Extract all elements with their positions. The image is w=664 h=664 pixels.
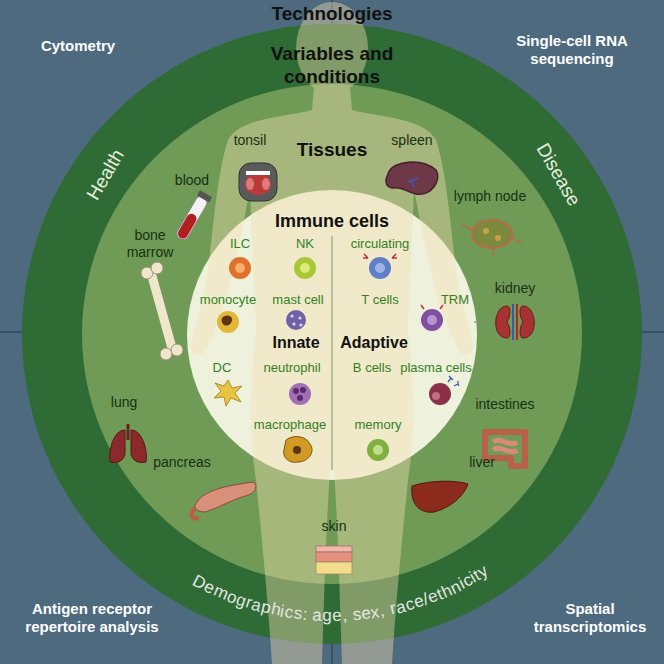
cell-label: ILC [230, 236, 250, 252]
mast-cell-icon [286, 310, 306, 330]
letter: e [332, 606, 342, 627]
circle-shape [82, 84, 582, 584]
kidney-icon [496, 304, 535, 340]
tissue-label: pancreas [153, 454, 211, 471]
cell-label: monocyte [200, 292, 256, 308]
bone-icon [141, 262, 183, 360]
cell-label: TRM [441, 292, 469, 308]
ring-heading: Tissues [297, 139, 367, 162]
cell-label: DC [213, 360, 232, 376]
trm-cell-icon [421, 305, 443, 331]
technology-label: Cytometry [41, 37, 115, 55]
group-heading: Innate [272, 333, 319, 352]
tissue-label: skin [322, 518, 347, 535]
spleen-icon [386, 162, 438, 194]
group-heading: Adaptive [340, 333, 408, 352]
circle-shape [22, 24, 642, 644]
tissue-label: tonsil [234, 132, 267, 149]
macrophage-icon [284, 437, 312, 463]
technology-label: Single-cell RNA sequencing [497, 32, 647, 68]
nk-cell-icon [294, 257, 316, 279]
letter: g [322, 606, 332, 627]
cell-label: memory [355, 417, 402, 433]
innate-adaptive-divider [331, 236, 333, 470]
circulating-t-cell-icon [363, 254, 397, 279]
human-silhouette [191, 2, 473, 664]
letter: a [312, 605, 323, 626]
cell-label: B cells [353, 360, 391, 376]
cell-label: circulating [351, 236, 410, 252]
cell-label: neutrophil [263, 360, 320, 376]
technology-label: Spatial transcriptomics [525, 600, 655, 636]
lymph-node-icon [462, 220, 522, 256]
tissue-label: lymph node [454, 188, 526, 205]
plasma-cell-icon [429, 376, 459, 405]
tissue-label: kidney [495, 280, 535, 297]
cell-label: T cells [361, 292, 398, 308]
ilc-cell-icon [229, 257, 251, 279]
skin-icon [316, 546, 352, 574]
leader-line [474, 321, 490, 322]
tissue-label: blood [175, 172, 209, 189]
circle-shape [187, 190, 477, 480]
memory-b-cell-icon [367, 439, 389, 461]
immune-cells-circle: Immune cellsILC NK circulating monocyte mast… [187, 190, 477, 480]
tissue-label: intestines [475, 396, 534, 413]
cell-label: NK [296, 236, 314, 252]
tissue-label: bone marrow [122, 227, 178, 261]
monocyte-icon [217, 311, 239, 333]
blood-tube-icon [174, 190, 212, 242]
ring-heading: Variables and conditions [257, 43, 407, 89]
figure-title: Technologies [271, 3, 392, 26]
tissue-label: lung [111, 394, 137, 411]
intestines-icon [485, 432, 525, 466]
letter: , [342, 605, 348, 626]
dendritic-cell-icon [214, 380, 242, 406]
tissue-label: liver [469, 454, 495, 471]
circle-outline [187, 190, 477, 480]
variables-ring: Immune cellsILC NK circulating monocyte mast… [22, 24, 642, 644]
tissues-ring: Immune cellsILC NK circulating monocyte mast… [82, 84, 582, 584]
tonsil-icon [239, 163, 277, 201]
lung-icon [110, 424, 147, 463]
technology-label: Antigen receptor repertoire analysis [5, 600, 180, 636]
cell-label: macrophage [254, 417, 326, 433]
tissue-label: spleen [391, 132, 432, 149]
neutrophil-icon [289, 383, 311, 405]
pancreas-icon [192, 482, 256, 518]
circle-heading: Immune cells [275, 211, 389, 233]
liver-icon [412, 481, 468, 512]
cell-label: plasma cells [400, 360, 472, 376]
cell-label: mast cell [272, 292, 323, 308]
